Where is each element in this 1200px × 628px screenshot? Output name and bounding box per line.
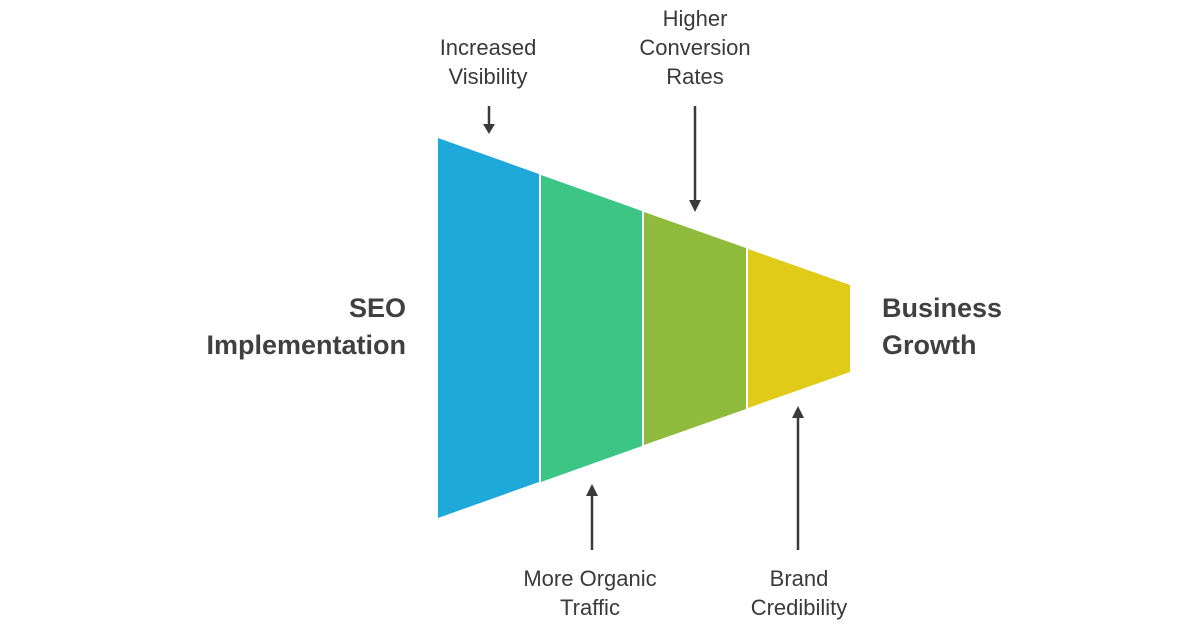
label-higher-conversion-rates: Higher Conversion Rates — [613, 4, 777, 91]
label-line: Increased — [439, 35, 537, 60]
arrow-organic — [586, 484, 598, 550]
label-line: Brand — [769, 566, 829, 591]
segment-higher-conversion-rates — [644, 212, 746, 445]
label-line: Rates — [666, 64, 724, 89]
business-growth-title: Business Growth — [882, 290, 1002, 364]
label-brand-credibility: Brand Credibility — [720, 564, 878, 622]
label-line: More Organic — [523, 566, 657, 591]
segment-brand-credibility — [748, 249, 850, 408]
left-title-line-1: SEO — [348, 293, 406, 323]
label-more-organic-traffic: More Organic Traffic — [505, 564, 675, 622]
left-title-line-2: Implementation — [206, 330, 406, 360]
label-line: Visibility — [448, 64, 528, 89]
label-line: Higher — [662, 6, 728, 31]
arrow-visibility — [483, 106, 495, 134]
label-line: Traffic — [560, 595, 620, 620]
label-increased-visibility: Increased Visibility — [406, 33, 570, 91]
right-title-line-1: Business — [882, 293, 1003, 323]
seo-implementation-title: SEO Implementation — [206, 290, 406, 364]
label-line: Conversion — [639, 35, 751, 60]
segment-more-organic-traffic — [541, 175, 642, 482]
arrow-credibility — [792, 406, 804, 550]
label-line: Credibility — [750, 595, 848, 620]
arrow-conversion — [689, 106, 701, 212]
right-title-line-2: Growth — [882, 330, 977, 360]
segment-increased-visibility — [438, 138, 539, 518]
